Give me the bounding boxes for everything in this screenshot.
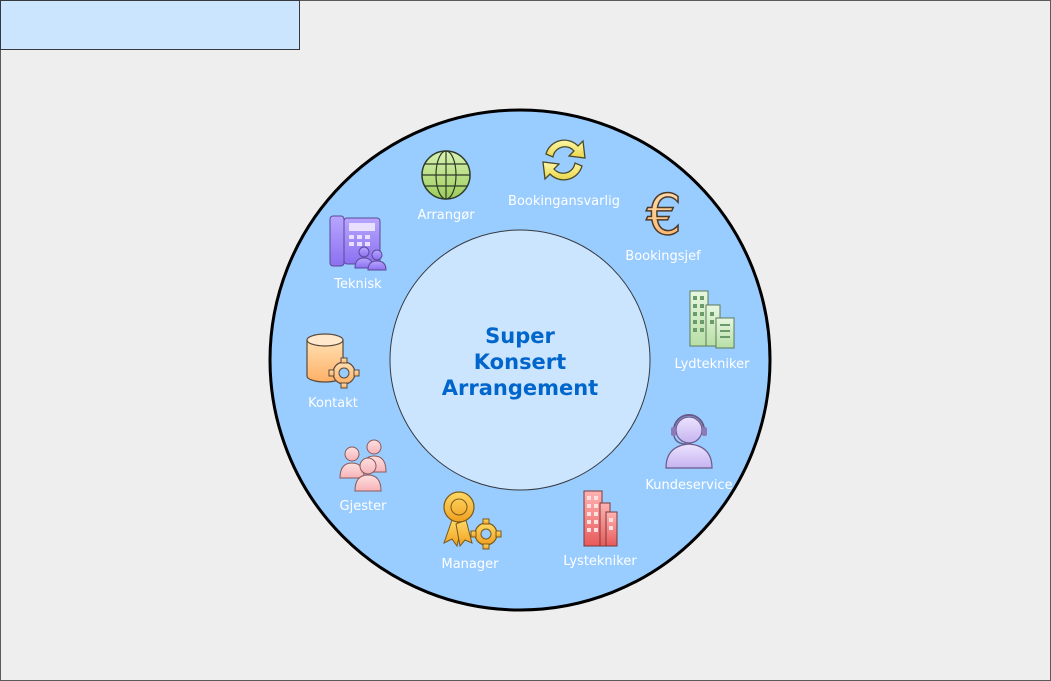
- award-gear-icon: [443, 491, 502, 550]
- node-label: Gjester: [340, 499, 388, 514]
- inner-circle[interactable]: [389, 229, 651, 491]
- node-label: Kundeservice: [645, 478, 732, 493]
- node-label: Bookingansvarlig: [508, 194, 620, 209]
- title-box[interactable]: [0, 0, 300, 50]
- node-bookingsjef[interactable]: € Bookingsjef: [625, 182, 701, 264]
- svg-text:€: €: [646, 183, 682, 248]
- node-label: Bookingsjef: [625, 249, 701, 264]
- people-group-icon: [339, 439, 387, 492]
- database-gear-icon: [306, 333, 360, 389]
- node-bookingansvarlig[interactable]: Bookingansvarlig: [508, 139, 620, 209]
- center-line-3: Arrangement: [442, 376, 598, 400]
- euro-icon: €: [645, 182, 682, 249]
- office-buildings-icon: [689, 290, 735, 349]
- center-title: Super Konsert Arrangement: [442, 324, 598, 400]
- node-label: Arrangør: [417, 208, 475, 223]
- node-teknisk[interactable]: Teknisk: [329, 215, 387, 292]
- node-gjester[interactable]: Gjester: [339, 439, 388, 514]
- red-building-icon: [583, 490, 618, 547]
- node-label: Lydtekniker: [675, 357, 751, 372]
- phone-users-icon: [329, 215, 387, 271]
- node-kundeservice[interactable]: Kundeservice: [645, 414, 733, 493]
- node-manager[interactable]: Manager: [442, 491, 502, 572]
- node-label: Lystekniker: [563, 554, 637, 569]
- node-lystekniker[interactable]: Lystekniker: [563, 490, 637, 569]
- globe-icon: [421, 150, 471, 200]
- refresh-cycle-icon: [542, 139, 586, 181]
- node-lydtekniker[interactable]: Lydtekniker: [675, 290, 751, 372]
- node-label: Teknisk: [333, 277, 382, 292]
- node-kontakt[interactable]: Kontakt: [306, 333, 360, 411]
- node-arrangor[interactable]: Arrangør: [417, 150, 475, 223]
- center-line-1: Super: [485, 324, 555, 348]
- center-line-2: Konsert: [474, 350, 566, 374]
- node-label: Kontakt: [308, 396, 358, 411]
- headset-support-icon: [665, 414, 713, 469]
- node-label: Manager: [442, 557, 500, 572]
